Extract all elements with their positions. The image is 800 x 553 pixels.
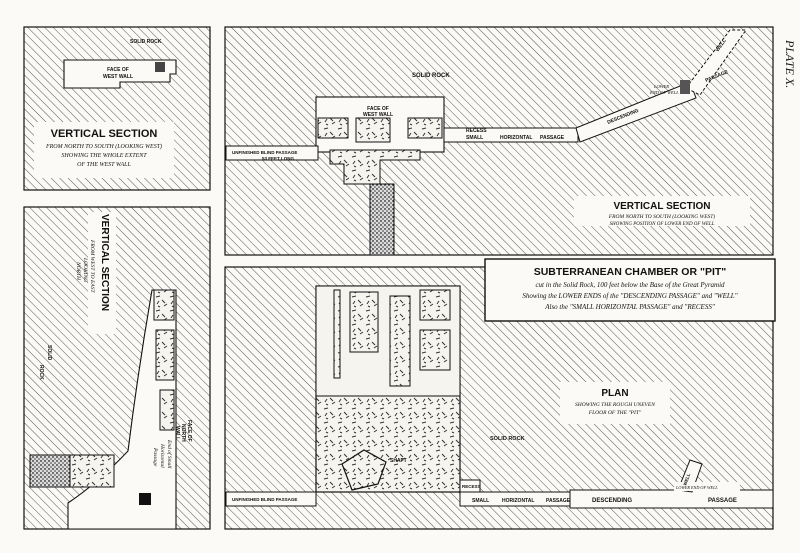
horizontal-label: HORIZONTAL xyxy=(500,135,532,141)
pit-blocks xyxy=(333,289,451,387)
title-box xyxy=(560,382,670,424)
face-wall-label: NORTH xyxy=(180,424,186,442)
west-wall-face xyxy=(63,59,177,89)
passage-label: PASSAGE xyxy=(546,498,571,504)
plan-title: PLAN xyxy=(601,388,628,399)
section-title: VERTICAL SECTION xyxy=(99,214,110,311)
section-title: VERTICAL SECTION xyxy=(613,201,710,212)
face-wall-label: WEST WALL xyxy=(103,74,133,80)
section-subtitle: FROM WEST TO EAST xyxy=(89,239,95,293)
section-subtitle: NORTH xyxy=(75,261,81,281)
section-subtitle: SHOWING POSITION OF LOWER END OF WELL xyxy=(610,222,715,227)
blind-passage-label: UNFINISHED BLIND PASSAGE xyxy=(232,497,297,502)
passage-label: PASSAGE xyxy=(708,498,737,504)
face-wall-label: WEST WALL xyxy=(363,112,393,118)
section-subtitle: FROM NORTH TO SOUTH (LOOKING WEST) xyxy=(45,143,162,150)
face-wall-label: WALL xyxy=(174,426,180,440)
end-small-label: End of Small xyxy=(166,439,173,469)
solid-rock-label: SOLID ROCK xyxy=(130,39,162,45)
blind-passage-label: UNFINISHED BLIND PASSAGE xyxy=(232,150,297,155)
face-wall-label: FACE OF xyxy=(107,67,129,73)
solid-rock-label: SOLID ROCK xyxy=(490,436,525,442)
plan-blind-passage xyxy=(225,491,317,507)
well-label: WELL xyxy=(682,472,691,486)
small-label: SMALL xyxy=(472,498,489,504)
passage-end-mass xyxy=(29,454,71,488)
descending-label: DESCENDING xyxy=(592,498,632,504)
section-title: VERTICAL SECTION xyxy=(51,128,158,140)
title-box xyxy=(34,122,174,178)
rock-label: ROCK xyxy=(38,365,44,380)
well-shaft xyxy=(685,29,747,96)
wall-blocks xyxy=(153,289,175,431)
section-subtitle: SHOWING THE WHOLE EXTENT xyxy=(61,153,147,159)
face-wall-label: FACE OF xyxy=(367,106,389,112)
section-subtitle: OF THE WEST WALL xyxy=(77,162,131,168)
title-box xyxy=(674,482,740,491)
passage-label: PASSAGE xyxy=(540,135,565,141)
caption-line: Also the "SMALL HORIZONTAL PASSAGE" and … xyxy=(544,303,715,311)
caption-title: SUBTERRANEAN CHAMBER OR "PIT" xyxy=(534,266,727,278)
title-box xyxy=(574,196,750,226)
face-wall-label: FACE OF xyxy=(186,420,192,442)
north-wall-section xyxy=(67,289,177,530)
passage-end-block xyxy=(139,493,151,505)
descending-passage xyxy=(575,81,697,143)
plate-number: PLATE X. xyxy=(783,39,797,88)
caption-line: cut in the Solid Rock, 100 feet below th… xyxy=(535,281,725,289)
solid-rock-label: SOLID ROCK xyxy=(412,73,450,79)
passage-rough xyxy=(69,454,115,488)
lower-end-label: LOWER END OF WELL xyxy=(675,485,718,490)
small-label: SMALL xyxy=(466,135,483,141)
solid-label: SOLID xyxy=(46,345,52,361)
well-end xyxy=(680,80,690,94)
small-passage xyxy=(443,127,579,143)
blind-passage-length: 53 FEET LONG xyxy=(262,156,295,161)
end-small-label: Horizontal xyxy=(159,443,165,468)
panel-top-right xyxy=(224,26,774,256)
shaft-label: SHAFT xyxy=(390,458,407,464)
recess-label: RECESS xyxy=(462,484,481,489)
lower-end-label: END OF WELL xyxy=(649,90,679,95)
section-subtitle: LOOKING xyxy=(82,257,88,282)
section-subtitle: FROM NORTH TO SOUTH (LOOKING WEST) xyxy=(608,213,716,220)
lower-end-label: LOWER xyxy=(653,84,669,89)
recess-mark xyxy=(155,62,165,72)
caption-box xyxy=(484,258,776,322)
shaft-plan xyxy=(341,449,387,491)
shaft-section xyxy=(369,183,395,256)
panel-bottom-left xyxy=(23,206,211,530)
plan-subtitle: SHOWING THE ROUGH UNEVEN xyxy=(575,402,655,408)
panel-top-left xyxy=(23,26,211,191)
horizontal-label: HORIZONTAL xyxy=(502,498,534,504)
blind-passage xyxy=(225,145,319,161)
caption-line: Showing the LOWER ENDS of the "DESCENDIN… xyxy=(522,292,737,300)
plan-subtitle: FLOOR OF THE "PIT" xyxy=(588,410,642,416)
recess-label: RECESS xyxy=(466,128,487,134)
title-box xyxy=(88,212,116,334)
plan-descending xyxy=(569,489,774,509)
chamber-floor xyxy=(317,117,443,143)
end-small-label: Passage xyxy=(152,447,158,467)
